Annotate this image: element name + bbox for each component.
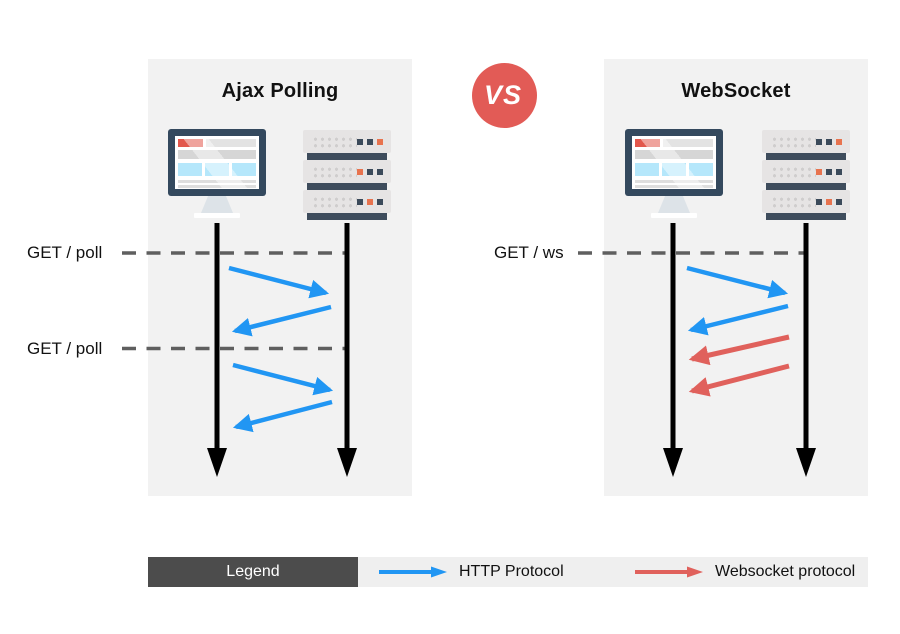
server-unit <box>303 190 391 213</box>
monitor-frame <box>625 129 723 196</box>
legend-label-http: HTTP Protocol <box>459 563 564 580</box>
monitor-stand <box>658 196 690 213</box>
monitor-frame <box>168 129 266 196</box>
browser-addressbar-accent <box>178 139 203 147</box>
legend-header: Legend <box>148 557 358 587</box>
ajax-polling-panel: Ajax Polling <box>148 59 412 496</box>
get-ws-label: GET / ws <box>494 243 564 262</box>
legend-label-websocket: Websocket protocol <box>715 563 856 580</box>
vs-badge-label: VS <box>483 80 523 110</box>
ajax-polling-title: Ajax Polling <box>221 80 339 102</box>
get-poll-label-1: GET / poll <box>27 243 103 262</box>
websocket-title: WebSocket <box>681 80 791 102</box>
monitor-stand <box>201 196 233 213</box>
websocket-panel: WebSocket <box>604 59 868 496</box>
server-stack-icon <box>762 130 850 220</box>
monitor-screen <box>175 136 259 189</box>
server-unit <box>762 190 850 213</box>
monitor-base <box>651 213 697 218</box>
browser-monitor-icon <box>625 129 723 219</box>
legend-bar: Legend HTTP Protocol Websocket protocol <box>148 557 868 587</box>
legend-title: Legend <box>226 563 280 580</box>
vs-badge: VS <box>472 63 537 128</box>
http-arrow-icon <box>379 566 447 578</box>
server-unit <box>762 130 850 153</box>
server-unit <box>303 160 391 183</box>
browser-addressbar-accent <box>635 139 660 147</box>
get-poll-label-2: GET / poll <box>27 339 103 358</box>
server-stack-icon <box>303 130 391 220</box>
browser-monitor-icon <box>168 129 266 219</box>
monitor-screen <box>632 136 716 189</box>
server-unit <box>762 160 850 183</box>
legend-item-websocket: Websocket protocol <box>635 557 855 587</box>
monitor-base <box>194 213 240 218</box>
server-unit <box>303 130 391 153</box>
legend-item-http: HTTP Protocol <box>379 557 564 587</box>
websocket-arrow-icon <box>635 566 703 578</box>
